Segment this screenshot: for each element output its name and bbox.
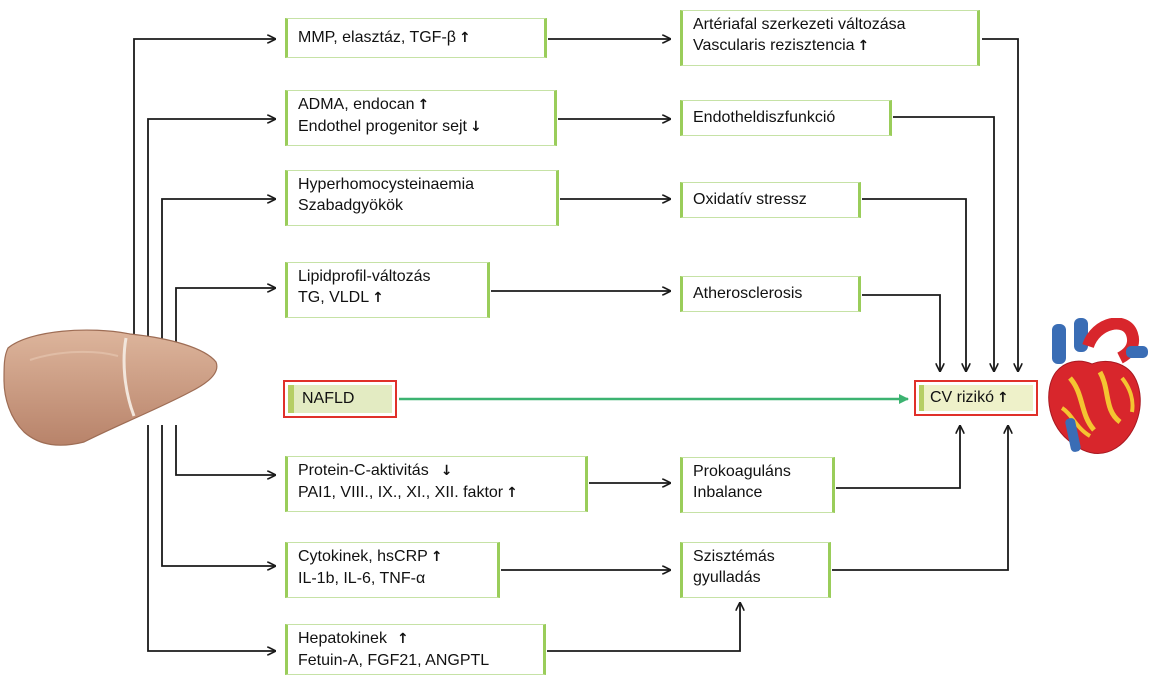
up-arrow-icon: ↑ bbox=[372, 290, 384, 306]
up-arrow-icon: ↑ bbox=[458, 30, 471, 46]
mediator-text: Cytokinek, hsCRP bbox=[298, 548, 428, 565]
effect-line: Endotheldiszfunkció bbox=[693, 107, 881, 128]
mediator-box: Hepatokinek ↑ Fetuin-A, FGF21, ANGPTL bbox=[285, 624, 546, 675]
effect-text: gyulladás bbox=[693, 569, 761, 586]
up-arrow-icon: ↑ bbox=[997, 390, 1009, 406]
mediator-line: ADMA, endocan↑ bbox=[298, 94, 546, 116]
up-arrow-icon: ↑ bbox=[417, 97, 430, 113]
mediator-line: IL-1b, IL-6, TNF-α bbox=[298, 568, 489, 589]
mediator-line: Hyperhomocysteinaemia bbox=[298, 174, 548, 195]
mediator-line: Lipidprofil-változás bbox=[298, 266, 479, 287]
mediator-line: Fetuin-A, FGF21, ANGPTL bbox=[298, 650, 535, 671]
mediator-line: Szabadgyökök bbox=[298, 195, 548, 216]
mediator-text: Hepatokinek bbox=[298, 630, 387, 647]
effect-box: Artériafal szerkezeti változása Vascular… bbox=[680, 10, 980, 66]
cv-risk-box: CV rizikó↑ bbox=[914, 380, 1038, 416]
effect-box: Oxidatív stressz bbox=[680, 182, 861, 218]
connector bbox=[175, 425, 275, 475]
mediator-box: MMP, elasztáz, TGF-β↑ bbox=[285, 18, 547, 58]
mediator-text: ADMA, endocan bbox=[298, 96, 415, 113]
connector bbox=[862, 198, 966, 371]
connector bbox=[862, 294, 940, 371]
connector bbox=[982, 38, 1018, 371]
mediator-line: Hepatokinek ↑ bbox=[298, 628, 535, 650]
down-arrow-icon: ↓ bbox=[470, 119, 482, 135]
effect-box: Atherosclerosis bbox=[680, 276, 861, 312]
mediator-line: Protein-C-aktivitás ↓ bbox=[298, 460, 577, 482]
up-arrow-icon: ↑ bbox=[857, 38, 870, 54]
mediator-text: TG, VLDL bbox=[298, 289, 370, 306]
mediator-text: Protein-C-aktivitás bbox=[298, 462, 429, 479]
mediator-box: ADMA, endocan↑ Endothel progenitor sejt↓ bbox=[285, 90, 557, 146]
effect-text: Szisztémás bbox=[693, 548, 775, 565]
nafld-label: NAFLD bbox=[288, 385, 392, 413]
cv-risk-label: CV rizikó bbox=[930, 389, 995, 406]
effect-text: Inbalance bbox=[693, 484, 763, 501]
mediator-text: MMP, elasztáz, TGF-β bbox=[298, 29, 456, 46]
connector bbox=[547, 603, 740, 652]
mediator-text: Hyperhomocysteinaemia bbox=[298, 176, 475, 193]
effect-line: Vascularis rezisztencia↑ bbox=[693, 35, 969, 57]
connector bbox=[832, 426, 1008, 571]
effect-box: Prokoaguláns Inbalance bbox=[680, 457, 835, 513]
mediator-text: Endothel progenitor sejt bbox=[298, 118, 467, 135]
heart-illustration bbox=[1048, 318, 1148, 455]
mediator-text: PAI1, VIII., IX., XI., XII. faktor bbox=[298, 484, 504, 501]
connector bbox=[161, 425, 275, 566]
cv-risk-label-row: CV rizikó↑ bbox=[919, 385, 1033, 411]
mediator-text: Fetuin-A, FGF21, ANGPTL bbox=[298, 652, 490, 669]
effect-line: Prokoaguláns bbox=[693, 461, 824, 482]
connector bbox=[161, 199, 275, 343]
effect-line: Artériafal szerkezeti változása bbox=[693, 14, 969, 35]
effect-text: Artériafal szerkezeti változása bbox=[693, 16, 906, 33]
mediator-line: TG, VLDL↑ bbox=[298, 287, 479, 309]
nafld-box: NAFLD bbox=[283, 380, 397, 418]
mediator-line: Cytokinek, hsCRP↑ bbox=[298, 546, 489, 568]
effect-line: Atherosclerosis bbox=[693, 283, 850, 304]
effect-line: gyulladás bbox=[693, 567, 820, 588]
mediator-box: Protein-C-aktivitás ↓ PAI1, VIII., IX., X… bbox=[285, 456, 588, 512]
up-arrow-icon: ↑ bbox=[506, 485, 518, 501]
mediator-line: Endothel progenitor sejt↓ bbox=[298, 116, 546, 138]
effect-box: Szisztémás gyulladás bbox=[680, 542, 831, 598]
mediator-box: Lipidprofil-változás TG, VLDL↑ bbox=[285, 262, 490, 318]
effect-line: Oxidatív stressz bbox=[693, 189, 850, 210]
mediator-text: Lipidprofil-változás bbox=[298, 268, 431, 285]
down-arrow-icon: ↓ bbox=[440, 463, 453, 479]
effect-text: Endotheldiszfunkció bbox=[693, 109, 836, 126]
connector bbox=[893, 116, 994, 371]
up-arrow-icon: ↑ bbox=[396, 631, 409, 647]
mediator-text: Szabadgyökök bbox=[298, 197, 403, 214]
effect-line: Szisztémás bbox=[693, 546, 820, 567]
connector bbox=[133, 39, 275, 343]
effect-text: Oxidatív stressz bbox=[693, 191, 807, 208]
effect-text: Prokoaguláns bbox=[693, 463, 791, 480]
connector bbox=[836, 426, 960, 489]
liver-illustration bbox=[3, 329, 218, 446]
mediator-line: MMP, elasztáz, TGF-β↑ bbox=[298, 27, 536, 49]
up-arrow-icon: ↑ bbox=[430, 549, 443, 565]
effect-box: Endotheldiszfunkció bbox=[680, 100, 892, 136]
effect-text: Atherosclerosis bbox=[693, 285, 803, 302]
mediator-line: PAI1, VIII., IX., XI., XII. faktor↑ bbox=[298, 482, 577, 504]
effect-text: Vascularis rezisztencia bbox=[693, 37, 855, 54]
effect-line: Inbalance bbox=[693, 482, 824, 503]
mediator-text: IL-1b, IL-6, TNF-α bbox=[298, 570, 426, 587]
connector bbox=[175, 288, 275, 343]
connector bbox=[147, 425, 275, 651]
mediator-box: Hyperhomocysteinaemia Szabadgyökök bbox=[285, 170, 559, 226]
connector bbox=[147, 119, 275, 343]
mediator-box: Cytokinek, hsCRP↑ IL-1b, IL-6, TNF-α bbox=[285, 542, 500, 598]
